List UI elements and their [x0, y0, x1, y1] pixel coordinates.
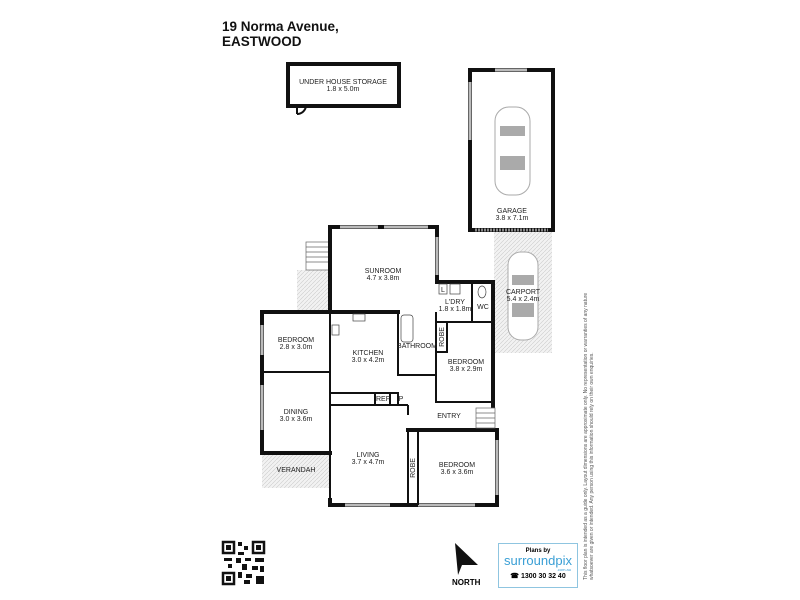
under-house-storage: UNDER HOUSE STORAGE 1.8 x 5.0m [286, 62, 401, 116]
bedroom3-size: 3.6 x 3.6m [441, 469, 474, 476]
logo-domain: .com.au [556, 567, 571, 572]
address-line-2: EASTWOOD [222, 34, 302, 49]
garage-size: 3.8 x 7.1m [496, 215, 529, 222]
sunroom-size: 4.7 x 3.8m [367, 275, 400, 282]
carport: CARPORT 5.4 x 2.4m [494, 232, 552, 353]
sunroom-label: SUNROOM [365, 268, 402, 275]
verandah-label: VERANDAH [277, 467, 316, 474]
bedroom2-label: BEDROOM [448, 359, 484, 366]
bedroom1-label: BEDROOM [278, 337, 314, 344]
stairs-entry [475, 407, 496, 429]
storage-label: UNDER HOUSE STORAGE [299, 79, 387, 86]
ref-label: REF [376, 396, 390, 403]
stairs-left [305, 241, 331, 271]
wc-label: WC [477, 304, 489, 311]
car-icon [494, 106, 531, 196]
living-size: 3.7 x 4.7m [352, 459, 385, 466]
garage: GARAGE 3.8 x 7.1m [468, 68, 555, 232]
north-arrow-icon [455, 543, 478, 575]
kitchen-label: KITCHEN [353, 350, 384, 357]
car-icon [507, 251, 539, 341]
phone-icon: ☎ [510, 573, 521, 580]
robe2-label: ROBE [410, 458, 417, 478]
disclaimer: This floor plan is intended as a guide o… [583, 292, 595, 580]
living-label: LIVING [357, 452, 380, 459]
bathroom-label: BATHROOM [397, 343, 437, 350]
carport-size: 5.4 x 2.4m [507, 296, 540, 303]
verandah [262, 453, 330, 488]
logo-brand: surroundpix [504, 553, 572, 568]
bedroom3-label: BEDROOM [439, 462, 475, 469]
deck [297, 270, 330, 312]
carport-label: CARPORT [506, 289, 541, 296]
laundry-label: L'DRY [445, 299, 465, 306]
dining-size: 3.0 x 3.6m [280, 416, 313, 423]
house-walls [260, 225, 499, 507]
laundry-tub-label: L [441, 287, 445, 294]
property-address: 19 Norma Avenue, EASTWOOD [222, 19, 339, 49]
storage-size: 1.8 x 5.0m [327, 86, 360, 93]
dining-label: DINING [284, 409, 309, 416]
fixtures [331, 283, 487, 343]
bedroom2-size: 3.8 x 2.9m [450, 366, 483, 373]
north-label: NORTH [452, 578, 481, 587]
pantry-label: P [399, 396, 404, 403]
entry-label: ENTRY [437, 413, 461, 420]
kitchen-size: 3.0 x 4.2m [352, 357, 385, 364]
address-line-1: 19 Norma Avenue, [222, 19, 339, 34]
logo-tagline: Plans by [525, 548, 551, 554]
logo-phone: 1300 30 32 40 [520, 573, 566, 580]
qr-code[interactable] [221, 540, 266, 586]
surroundpix-logo: Plans by surroundpix .com.au ☎ 1300 30 3… [498, 543, 578, 588]
bedroom1-size: 2.8 x 3.0m [280, 344, 313, 351]
laundry-size: 1.8 x 1.8m [439, 306, 472, 313]
robe1-label: ROBE [439, 327, 446, 347]
garage-label: GARAGE [497, 208, 527, 215]
